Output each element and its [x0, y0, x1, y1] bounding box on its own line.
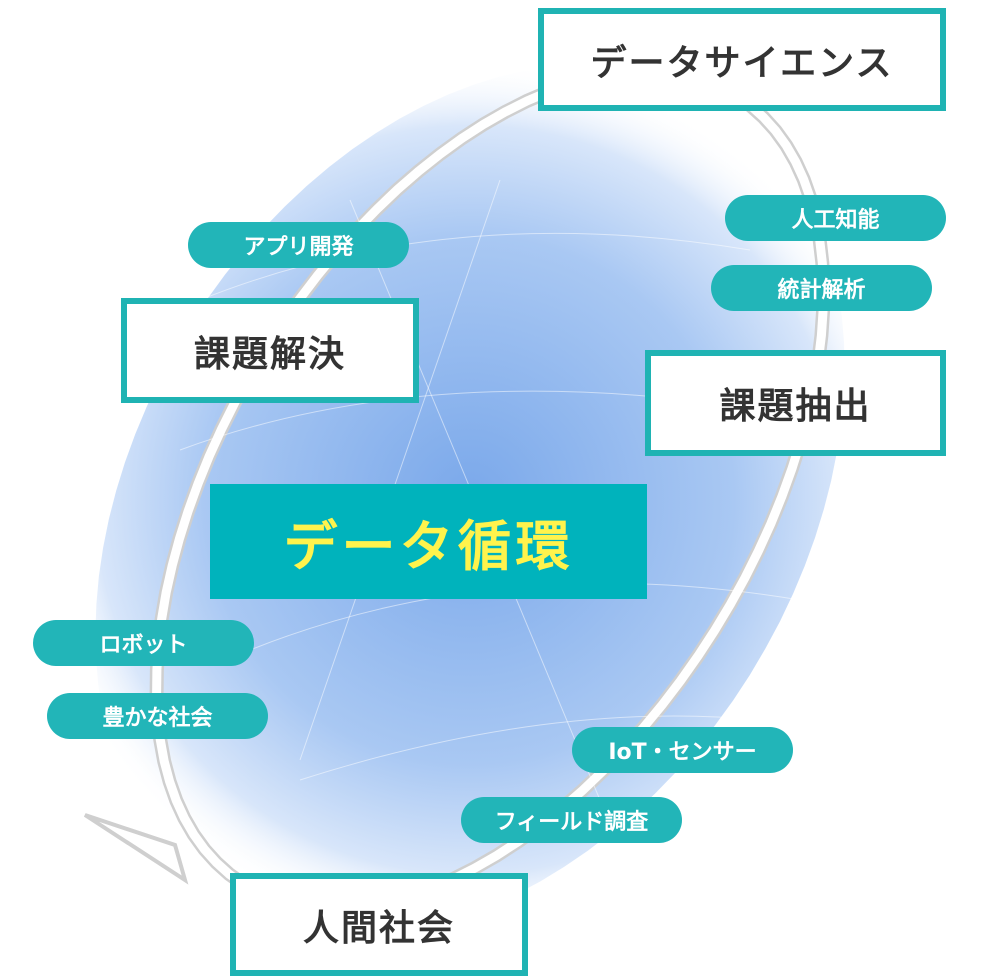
box-data-science: データサイエンス	[538, 8, 946, 111]
arrow-head	[83, 813, 189, 885]
box-problem-extraction: 課題抽出	[645, 350, 946, 456]
pill-stats: 統計解析	[711, 265, 932, 311]
pill-app-dev: アプリ開発	[188, 222, 409, 268]
box-human-society: 人間社会	[230, 873, 528, 976]
center-data-cycle: データ循環	[210, 484, 647, 599]
pill-robot: ロボット	[33, 620, 254, 666]
box-problem-solving: 課題解決	[121, 298, 419, 403]
pill-field-survey: フィールド調査	[461, 797, 682, 843]
pill-ai: 人工知能	[725, 195, 946, 241]
pill-iot: IoT・センサー	[572, 727, 793, 773]
pill-rich-society: 豊かな社会	[47, 693, 268, 739]
